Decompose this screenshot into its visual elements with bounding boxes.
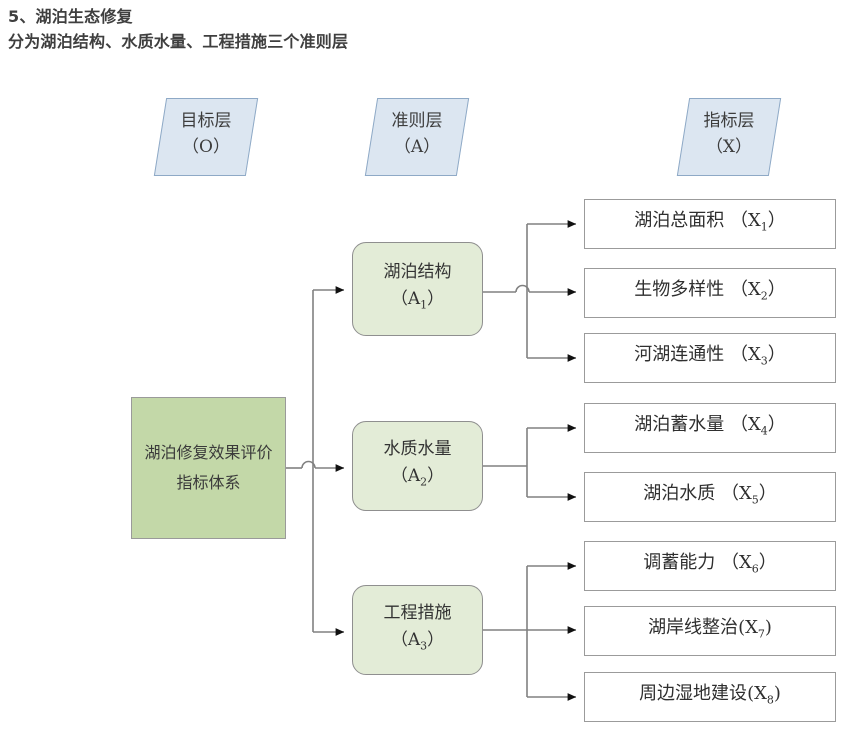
node-indicator-X4-label: 湖泊蓄水量 （X4） bbox=[634, 413, 786, 438]
node-criteria-A1-name: 湖泊结构 bbox=[383, 262, 452, 283]
heading-line-2: 分为湖泊结构、水质水量、工程措施三个准则层 bbox=[8, 32, 349, 51]
wire-hop-root bbox=[301, 460, 316, 469]
node-goal-root[interactable]: 湖泊修复效果评价指标体系 bbox=[131, 397, 286, 539]
node-indicator-X8[interactable]: 周边湿地建设(X8) bbox=[584, 672, 836, 722]
node-indicator-X2-label: 生物多样性 （X2） bbox=[634, 278, 786, 303]
node-indicator-X4[interactable]: 湖泊蓄水量 （X4） bbox=[584, 403, 836, 453]
heading-line-1: 5、湖泊生态修复 bbox=[8, 7, 133, 26]
node-indicator-X5-label: 湖泊水质 （X5） bbox=[643, 482, 777, 507]
page-heading: 5、湖泊生态修复 分为湖泊结构、水质水量、工程措施三个准则层 bbox=[8, 4, 708, 54]
node-indicator-X3-label: 河湖连通性 （X3） bbox=[634, 343, 786, 368]
layer-header-criteria bbox=[364, 98, 470, 176]
node-criteria-A3-name: 工程措施 bbox=[383, 603, 452, 624]
node-criteria-A2-name: 水质水量 bbox=[383, 439, 452, 460]
node-indicator-X6-label: 调蓄能力 （X6） bbox=[643, 551, 777, 576]
node-indicator-X6[interactable]: 调蓄能力 （X6） bbox=[584, 541, 836, 591]
node-criteria-A1-code: （A1） bbox=[390, 289, 445, 312]
node-indicator-X7[interactable]: 湖岸线整治(X7) bbox=[584, 606, 836, 656]
node-criteria-A1[interactable]: 湖泊结构 （A1） bbox=[352, 242, 483, 336]
layer-header-goal bbox=[153, 98, 259, 176]
node-criteria-A2-label: 水质水量 （A2） bbox=[384, 436, 452, 495]
node-criteria-A3[interactable]: 工程措施 （A3） bbox=[352, 585, 483, 675]
node-criteria-A2[interactable]: 水质水量 （A2） bbox=[352, 421, 483, 511]
node-indicator-X2[interactable]: 生物多样性 （X2） bbox=[584, 268, 836, 318]
node-indicator-X1[interactable]: 湖泊总面积 （X1） bbox=[584, 199, 836, 249]
layer-header-indicator bbox=[676, 98, 782, 176]
node-criteria-A2-code: （A2） bbox=[390, 466, 445, 489]
node-indicator-X8-label: 周边湿地建设(X8) bbox=[639, 682, 781, 707]
node-criteria-A3-label: 工程措施 （A3） bbox=[384, 600, 452, 659]
node-indicator-X3[interactable]: 河湖连通性 （X3） bbox=[584, 333, 836, 383]
node-indicator-X7-label: 湖岸线整治(X7) bbox=[648, 616, 772, 641]
node-criteria-A3-code: （A3） bbox=[390, 630, 445, 653]
node-goal-root-label: 湖泊修复效果评价指标体系 bbox=[144, 443, 273, 492]
node-indicator-X1-label: 湖泊总面积 （X1） bbox=[634, 209, 786, 234]
wire-hop-A1 bbox=[515, 284, 530, 293]
node-criteria-A1-label: 湖泊结构 （A1） bbox=[384, 259, 452, 318]
node-indicator-X5[interactable]: 湖泊水质 （X5） bbox=[584, 472, 836, 522]
